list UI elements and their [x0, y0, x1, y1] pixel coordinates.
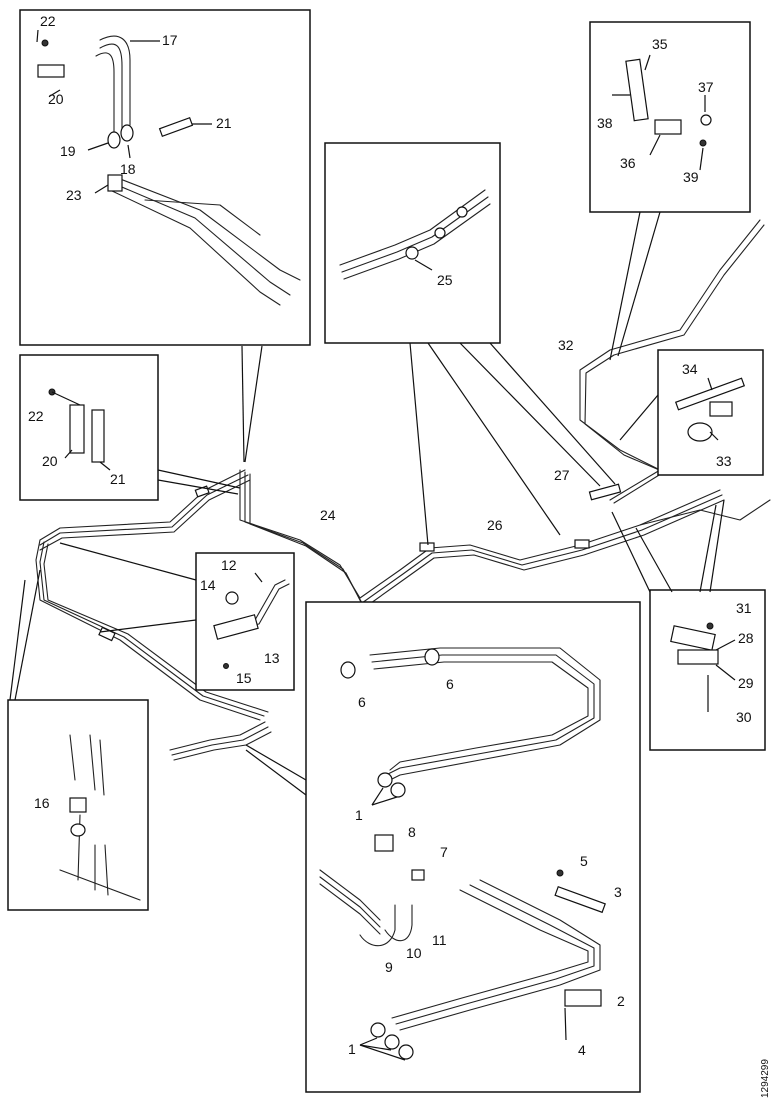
detail-box-pipe-set	[305, 601, 641, 1093]
label-31: 31	[736, 600, 752, 616]
detail-box-connector	[7, 699, 149, 911]
label-7: 7	[440, 844, 448, 860]
label-22-left: 22	[28, 408, 44, 424]
detail-box-clamp	[19, 354, 159, 501]
label-21-top: 21	[216, 115, 232, 131]
label-22-top: 22	[40, 13, 56, 29]
label-12: 12	[221, 557, 237, 573]
label-1-bottom: 1	[348, 1041, 356, 1057]
label-11: 11	[432, 932, 447, 948]
label-27: 27	[554, 467, 570, 483]
label-2: 2	[617, 993, 625, 1009]
label-8: 8	[408, 824, 416, 840]
label-35: 35	[652, 36, 668, 52]
label-39: 39	[683, 169, 699, 185]
label-26: 26	[487, 517, 503, 533]
label-19: 19	[60, 143, 76, 159]
part-number-labels: 22 17 20 21 19 18 23 35 37 38 36 39 25 3…	[28, 13, 771, 1098]
label-33: 33	[716, 453, 732, 469]
label-37: 37	[698, 79, 714, 95]
label-4: 4	[578, 1042, 586, 1058]
label-6-right: 6	[446, 676, 454, 692]
detail-box-bracket-mount	[649, 589, 766, 751]
label-32: 32	[558, 337, 574, 353]
detail-box-valve-bracket	[19, 9, 311, 346]
label-30: 30	[736, 709, 752, 725]
label-20-left: 20	[42, 453, 58, 469]
label-25: 25	[437, 272, 453, 288]
label-20-top: 20	[48, 91, 64, 107]
label-15: 15	[236, 670, 252, 686]
label-24: 24	[320, 507, 336, 523]
label-10: 10	[406, 945, 422, 961]
label-36: 36	[620, 155, 636, 171]
label-16: 16	[34, 795, 50, 811]
label-17: 17	[162, 32, 178, 48]
detail-box-bracket-clips	[589, 21, 751, 213]
main-pipe-assembly	[35, 219, 771, 761]
figure-reference-code: 1294299	[760, 1059, 771, 1098]
label-5: 5	[580, 853, 588, 869]
detail-box-retainer	[195, 552, 295, 691]
callout-leader-lines	[9, 211, 725, 796]
detail-box-pipe-clip	[657, 349, 764, 476]
label-14: 14	[200, 577, 216, 593]
label-1-top: 1	[355, 807, 363, 823]
label-21-left: 21	[110, 471, 126, 487]
label-29: 29	[738, 675, 754, 691]
label-6-left: 6	[358, 694, 366, 710]
label-34: 34	[682, 361, 698, 377]
detail-box-union	[324, 142, 501, 344]
label-28: 28	[738, 630, 754, 646]
label-18: 18	[120, 161, 136, 177]
label-3: 3	[614, 884, 622, 900]
label-38: 38	[597, 115, 613, 131]
label-9: 9	[385, 959, 393, 975]
label-23: 23	[66, 187, 82, 203]
label-13: 13	[264, 650, 280, 666]
